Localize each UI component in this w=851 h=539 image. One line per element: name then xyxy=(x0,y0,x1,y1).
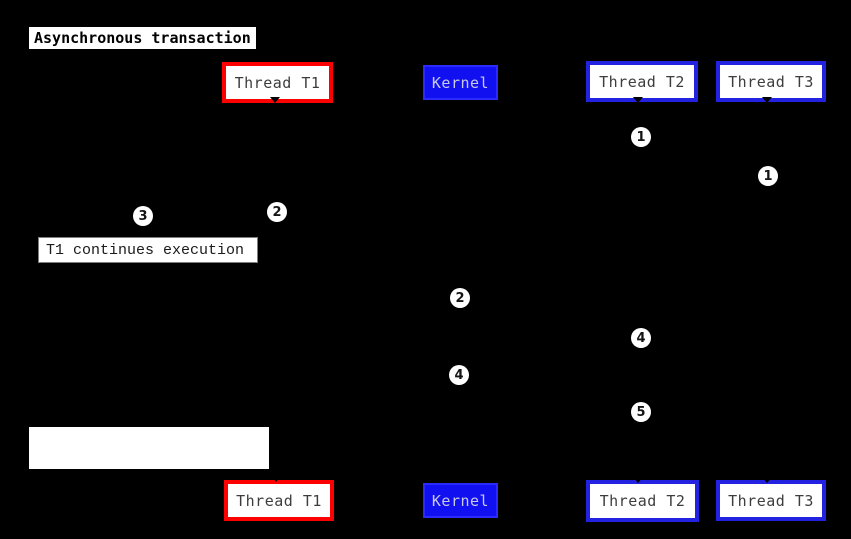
lifeline-arrowhead-icon xyxy=(762,97,772,103)
lifeline-arrowhead-icon xyxy=(270,97,280,103)
note-t1-continues: T1 continues execution xyxy=(38,237,258,263)
step-marker: 5 xyxy=(631,402,651,422)
step-marker: 4 xyxy=(631,328,651,348)
step-marker: 4 xyxy=(449,365,469,385)
step-marker: 1 xyxy=(758,166,778,186)
lifeline-arrowhead-icon xyxy=(270,474,282,482)
participant-kernel-bottom: Kernel xyxy=(423,483,498,518)
participant-thread-t3-bottom: Thread T3 xyxy=(716,480,826,521)
lifeline-arrowhead-icon xyxy=(633,97,643,103)
lifeline-arrowhead-icon xyxy=(633,477,643,483)
participant-kernel-top: Kernel xyxy=(423,65,498,100)
step-marker: 2 xyxy=(267,202,287,222)
participant-thread-t1-bottom: Thread T1 xyxy=(224,480,334,521)
participant-thread-t2-bottom: Thread T2 xyxy=(586,480,699,522)
participant-thread-t2-top: Thread T2 xyxy=(586,61,698,102)
diagram-title: Asynchronous transaction xyxy=(29,27,256,49)
step-marker: 2 xyxy=(450,288,470,308)
step-marker: 1 xyxy=(631,127,651,147)
note-empty xyxy=(29,427,269,469)
step-marker: 3 xyxy=(133,206,153,226)
lifeline-arrowhead-icon xyxy=(762,477,772,483)
participant-thread-t3-top: Thread T3 xyxy=(716,61,826,102)
